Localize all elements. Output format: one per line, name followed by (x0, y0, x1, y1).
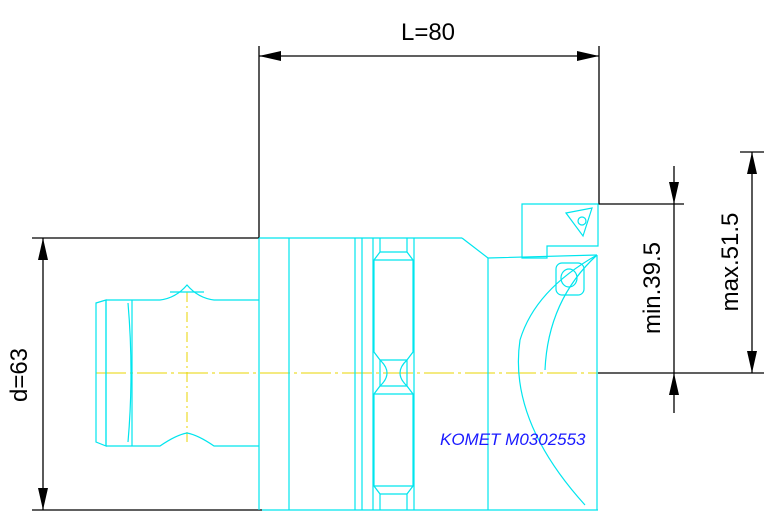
body-flange (258, 237, 598, 511)
centerlines (96, 292, 598, 446)
max-dimension (740, 151, 764, 373)
part-number-label: KOMET M0302553 (440, 430, 586, 449)
length-dimension (258, 46, 600, 238)
screw (555, 262, 585, 296)
tool-outline (95, 203, 599, 511)
min-label: min.39.5 (639, 242, 666, 334)
diameter-label: d=63 (6, 348, 33, 402)
max-label: max.51.5 (717, 213, 744, 312)
shank (95, 284, 259, 447)
insert-cartridge (521, 203, 599, 259)
dimension-lines (32, 46, 764, 511)
diameter-dimension (32, 237, 262, 511)
length-label: L=80 (401, 19, 455, 46)
slide-body (461, 237, 598, 510)
adjustment-nut (372, 238, 415, 510)
min-dimension (598, 166, 764, 413)
